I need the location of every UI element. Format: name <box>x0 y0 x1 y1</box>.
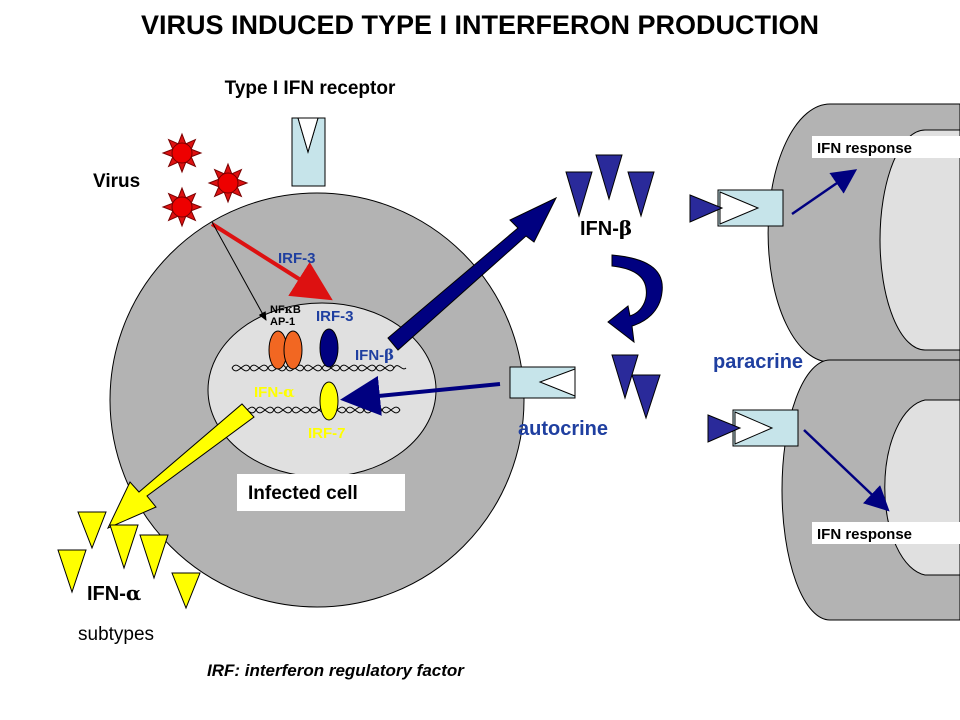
ifn-response-top-label: IFN response <box>817 140 912 157</box>
page-title: VIRUS INDUCED TYPE I INTERFERON PRODUCTI… <box>141 10 819 40</box>
irf3-factor <box>319 328 339 368</box>
irf7-factor <box>319 381 339 421</box>
ifn-response-top-box <box>812 136 960 158</box>
ifn-response-arrow-bottom <box>803 429 890 512</box>
ifn-beta-label: IFN-β <box>580 216 632 240</box>
curved-flow-arrow <box>607 254 663 344</box>
ifn-response-arrow-top <box>791 169 858 216</box>
ifn-beta-molecules-autocrine <box>611 354 661 420</box>
type-i-ifn-receptor <box>291 117 326 187</box>
infected-cell-label-box <box>237 474 405 511</box>
virus-particle <box>161 186 203 228</box>
ifn-response-bottom-label: IFN response <box>817 526 912 543</box>
autocrine-signal-arrow <box>340 375 501 416</box>
irf3-inner-label: IRF-3 <box>316 308 354 325</box>
ifn-beta-gene-label: IFN-β <box>355 346 394 364</box>
infected-cell-label: Infected cell <box>248 483 358 504</box>
irf3-activation-arrow <box>210 222 333 301</box>
receptor-label: Type I IFN receptor <box>225 78 396 99</box>
virus-particle <box>207 162 249 204</box>
nfkb-activation-arrow <box>211 221 267 321</box>
autocrine-receptor <box>509 366 576 399</box>
ifn-alpha-secretion-arrow <box>106 403 255 529</box>
ifn-beta-molecules-top <box>565 154 655 218</box>
ifn-response-bottom-box <box>812 522 960 544</box>
neighbor-cell-bottom <box>781 359 960 621</box>
paracrine-receptor-top <box>689 189 784 227</box>
dna-strand-top <box>231 364 407 372</box>
ifn-alpha-molecules <box>57 511 201 610</box>
ap1-label: AP-1 <box>270 316 295 328</box>
irf7-label: IRF-7 <box>308 425 346 442</box>
ifn-beta-secretion-arrow <box>387 196 558 351</box>
ifn-alpha-gene-label: IFN-α <box>254 383 295 401</box>
paracrine-receptor-bottom <box>707 409 799 447</box>
nfkb-label: NFκB <box>270 303 301 316</box>
neighbor-cell-top <box>767 103 960 363</box>
ifn-alpha-label: IFN-α <box>87 581 141 605</box>
footnote: IRF: interferon regulatory factor <box>207 661 465 680</box>
irf3-outer-label: IRF-3 <box>278 250 316 267</box>
virus-particles <box>161 132 249 228</box>
autocrine-label: autocrine <box>518 418 608 440</box>
paracrine-label: paracrine <box>713 351 803 373</box>
subtypes-label: subtypes <box>78 624 154 645</box>
ap1-factor <box>283 330 303 370</box>
virus-particle <box>161 132 203 174</box>
virus-label: Virus <box>93 171 140 192</box>
